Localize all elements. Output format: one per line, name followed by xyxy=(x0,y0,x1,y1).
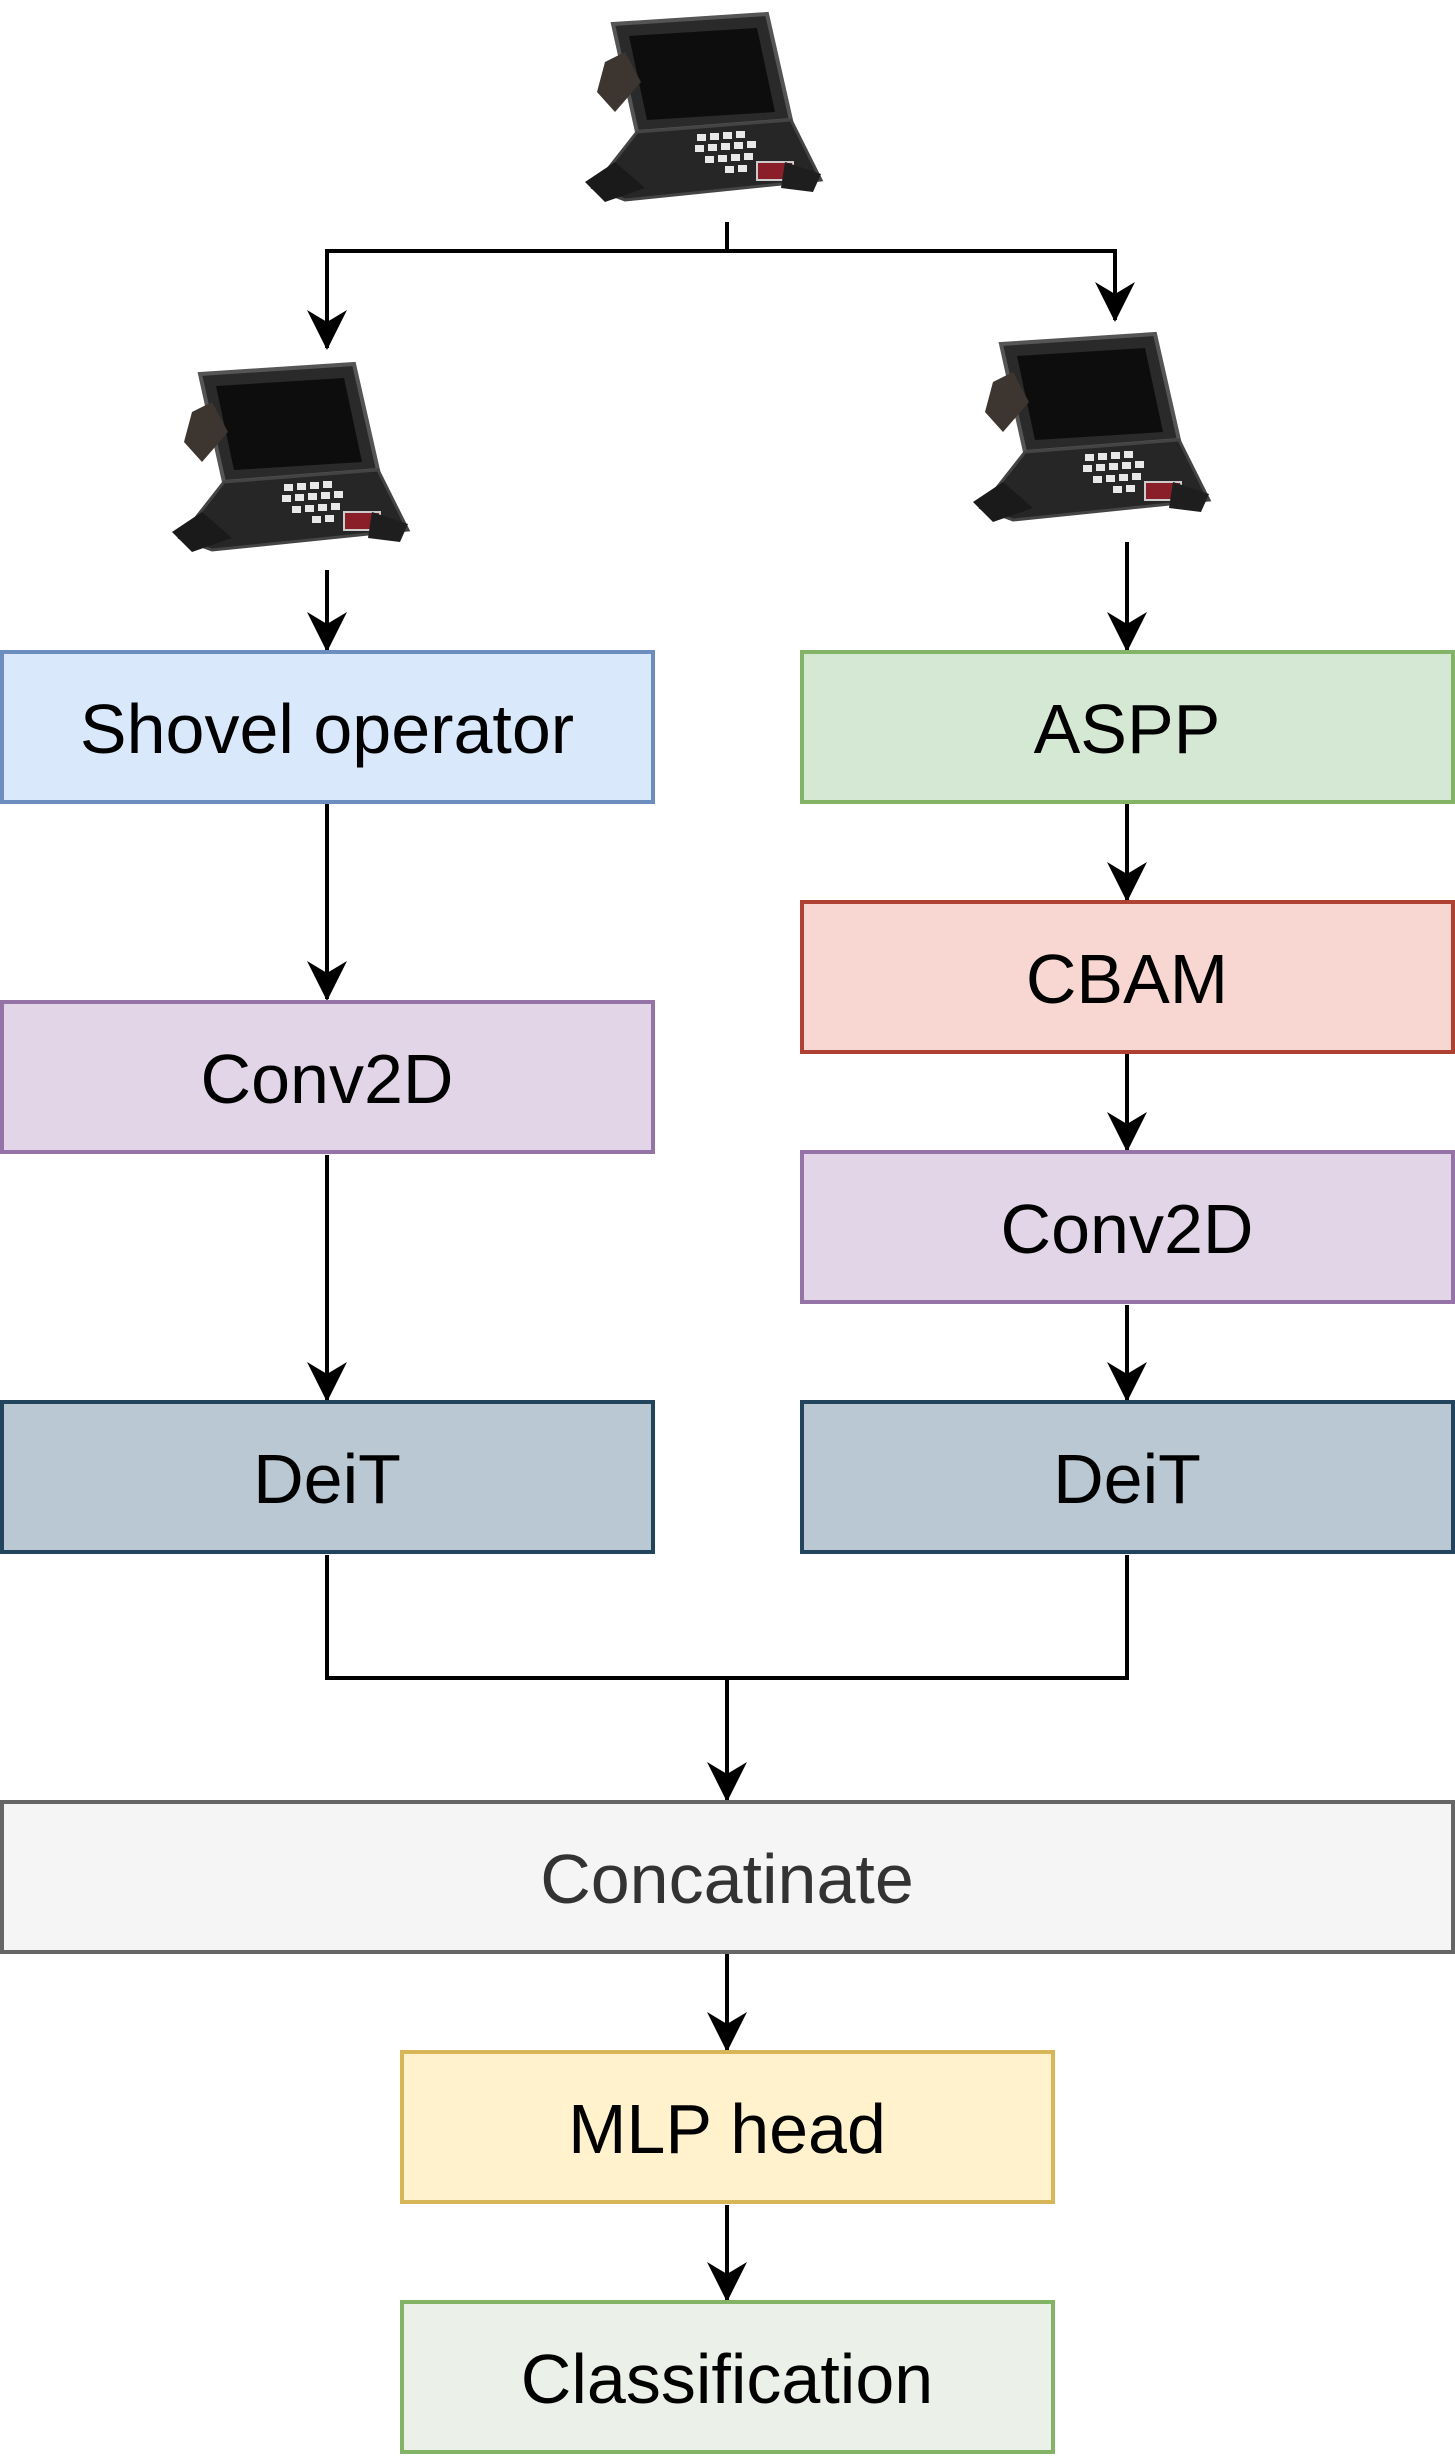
input-image-burnt-laptop-icon xyxy=(583,12,823,204)
node-classification-label: Classification xyxy=(521,2340,933,2418)
node-mlp-head: MLP head xyxy=(400,2050,1055,2204)
node-conv2d-left: Conv2D xyxy=(0,1000,655,1154)
edge-input-split xyxy=(307,222,729,350)
node-conv2d-right-label: Conv2D xyxy=(1001,1190,1254,1268)
node-cbam: CBAM xyxy=(800,900,1455,1054)
edge-input-right xyxy=(727,249,1135,322)
node-aspp: ASPP xyxy=(800,650,1455,804)
node-deit-right-label: DeiT xyxy=(1053,1440,1201,1518)
node-conv2d-right: Conv2D xyxy=(800,1150,1455,1304)
node-conv2d-left-label: Conv2D xyxy=(201,1040,454,1118)
node-mlp-head-label: MLP head xyxy=(568,2090,886,2168)
node-concatinate-label: Concatinate xyxy=(540,1840,914,1918)
edge-deit-merge xyxy=(325,1555,1129,1680)
node-cbam-label: CBAM xyxy=(1026,940,1228,1018)
left-image-burnt-laptop-icon xyxy=(170,362,410,554)
node-deit-right: DeiT xyxy=(800,1400,1455,1554)
node-deit-left: DeiT xyxy=(0,1400,655,1554)
right-image-burnt-laptop-icon xyxy=(971,332,1211,524)
node-aspp-label: ASPP xyxy=(1034,690,1221,768)
node-concatinate: Concatinate xyxy=(0,1800,1455,1954)
connectors xyxy=(307,222,1147,2302)
node-shovel-label: Shovel operator xyxy=(80,690,574,768)
node-classification: Classification xyxy=(400,2300,1055,2454)
node-deit-left-label: DeiT xyxy=(253,1440,401,1518)
node-shovel-operator: Shovel operator xyxy=(0,650,655,804)
